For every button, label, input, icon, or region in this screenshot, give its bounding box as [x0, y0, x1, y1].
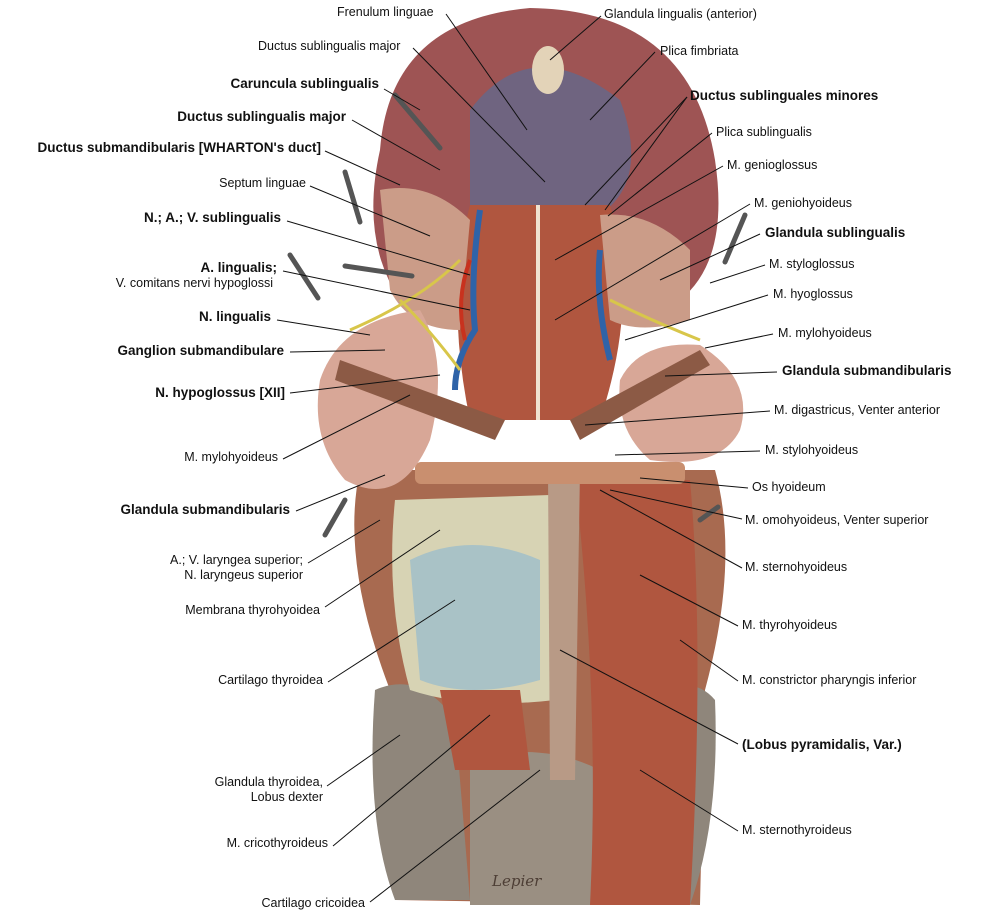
thyroid-lobe-right	[372, 684, 470, 900]
leader-lines	[276, 13, 778, 903]
label-membrana-thyrohyoidea: Membrana thyrohyoidea	[185, 603, 320, 617]
label-wharton-duct: Ductus submandibularis [WHARTON's duct]	[37, 140, 321, 155]
label-n-lingualis: N. lingualis	[198, 309, 271, 324]
artist-signature: Lepier	[492, 872, 542, 890]
gl-sublingualis-left	[600, 214, 690, 328]
label-m-geniohyoideus: M. geniohyoideus	[754, 196, 852, 210]
label-m-thyrohyoideus: M. thyrohyoideus	[742, 618, 838, 632]
nerve-left	[609, 298, 701, 342]
label-glandula-submandibularis-left: Glandula submandibularis	[120, 502, 290, 517]
label-cartilago-thyroidea: Cartilago thyroidea	[218, 673, 323, 687]
label-m-stylohyoideus: M. stylohyoideus	[765, 443, 859, 457]
label-a-lingualis: A. lingualis;	[200, 260, 277, 275]
sternohyoideus	[575, 480, 698, 905]
digastricus	[335, 360, 505, 440]
artery	[459, 259, 472, 341]
label-v-comitans: V. comitans nervi hypoglossi	[115, 276, 273, 290]
label-septum-linguae: Septum linguae	[219, 176, 306, 190]
label-m-sternothyroideus: M. sternothyroideus	[742, 823, 852, 837]
label-m-sternohyoideus: M. sternohyoideus	[745, 560, 848, 574]
label-m-digastricus: M. digastricus, Venter anterior	[774, 403, 941, 417]
label-lobus-dexter: Lobus dexter	[250, 790, 323, 804]
label-ductus-sublingualis-major-bold: Ductus sublingualis major	[177, 109, 346, 124]
cartilago-thyroidea	[410, 545, 540, 690]
label-glandula-submandibularis-right: Glandula submandibularis	[782, 363, 952, 378]
label-frenulum-linguae: Frenulum linguae	[337, 5, 434, 19]
label-m-mylohyoideus-right: M. mylohyoideus	[778, 326, 872, 340]
label-caruncula-sublingualis: Caruncula sublingualis	[230, 76, 379, 91]
probes	[287, 92, 748, 538]
vein	[452, 209, 483, 391]
digastricus-left	[570, 350, 710, 440]
lobus-pyramidalis	[548, 470, 580, 780]
label-lobus-pyramidalis: (Lobus pyramidalis, Var.)	[742, 737, 902, 752]
isthmus	[470, 752, 600, 905]
gl-sublingualis-right	[380, 188, 470, 330]
label-m-genioglossus: M. genioglossus	[727, 158, 818, 172]
label-os-hyoideum: Os hyoideum	[752, 480, 826, 494]
label-m-mylohyoideus-left: M. mylohyoideus	[184, 450, 278, 464]
label-ductus-sublinguales-minores: Ductus sublinguales minores	[690, 88, 879, 103]
label-n-laryngeus-superior: N. laryngeus superior	[184, 568, 303, 582]
vein-left	[595, 249, 613, 361]
os-hyoideum	[415, 462, 685, 484]
label-laryngea-superior: A.; V. laryngea superior;	[170, 553, 303, 567]
label-glandula-lingualis: Glandula lingualis (anterior)	[604, 7, 757, 21]
plica-fimbriata-area	[470, 67, 632, 215]
label-plica-fimbriata: Plica fimbriata	[660, 44, 739, 58]
cricothyroideus	[440, 690, 530, 770]
label-glandula-thyroidea: Glandula thyroidea,	[214, 775, 323, 789]
label-m-constrictor: M. constrictor pharyngis inferior	[742, 673, 917, 687]
label-cartilago-cricoidea: Cartilago cricoidea	[261, 896, 365, 910]
label-ductus-sublingualis-major: Ductus sublingualis major	[258, 39, 401, 53]
label-m-hyoglossus: M. hyoglossus	[773, 287, 853, 301]
label-ganglion-submandibulare: Ganglion submandibulare	[117, 343, 284, 358]
label-n-a-v-sublingualis: N.; A.; V. sublingualis	[143, 210, 281, 225]
gl-submandibularis-right	[317, 310, 438, 489]
label-m-cricothyroideus: M. cricothyroideus	[226, 836, 328, 850]
label-m-styloglossus: M. styloglossus	[769, 257, 855, 271]
glandula-lingualis	[532, 46, 564, 94]
genioglossus	[457, 205, 623, 420]
label-plica-sublingualis: Plica sublingualis	[716, 125, 812, 139]
label-n-hypoglossus: N. hypoglossus [XII]	[155, 385, 285, 400]
label-m-omohyoideus: M. omohyoideus, Venter superior	[745, 513, 929, 527]
label-glandula-sublingualis: Glandula sublingualis	[765, 225, 906, 240]
